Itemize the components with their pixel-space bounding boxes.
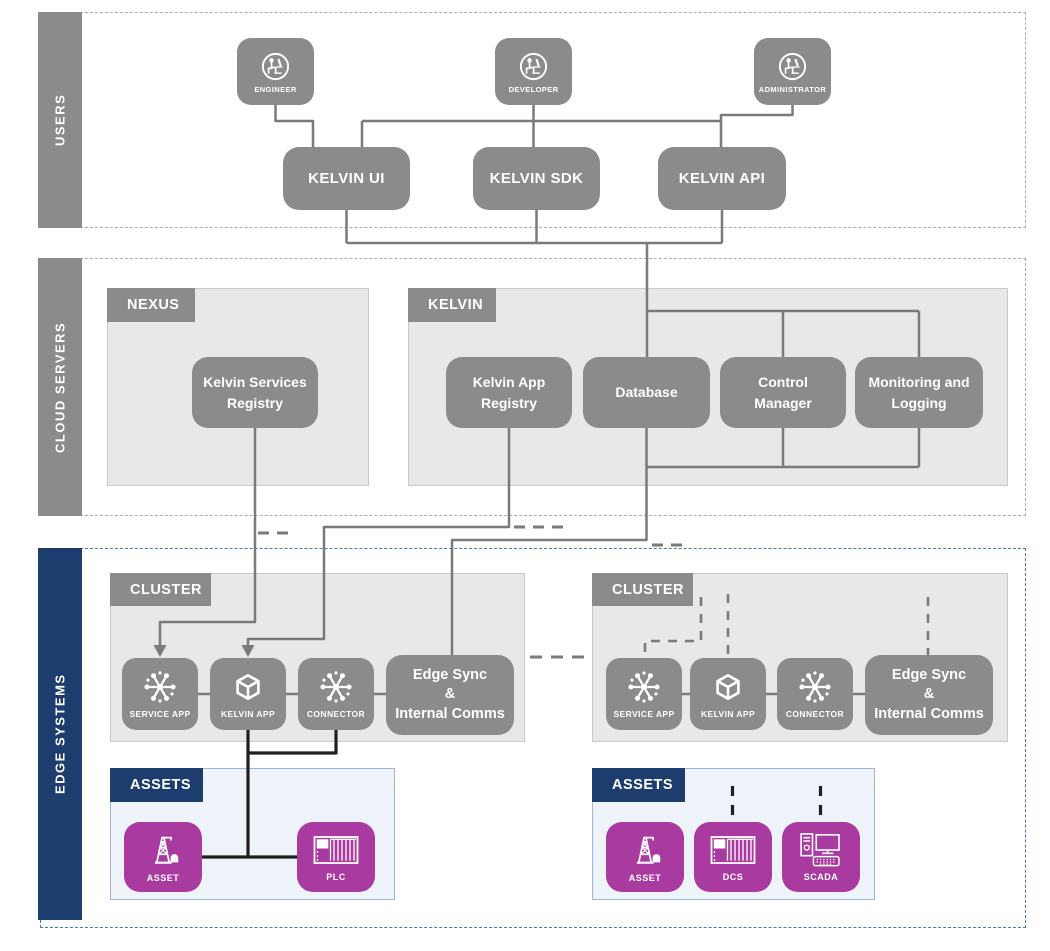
edge-sync-line: Edge Sync (891, 666, 967, 683)
edge-sync-line: & (923, 686, 935, 703)
monitoring-logging-node: Monitoring and Logging (855, 357, 983, 428)
users-sidebar: USERS (38, 12, 82, 228)
edge-systems-band-label: EDGE SYSTEMS (52, 673, 68, 795)
kelvin-tab-label: KELVIN (428, 297, 484, 313)
asset-label: SCADA (803, 872, 839, 882)
asset-label: ASSET (146, 873, 180, 883)
kelvin-api-node: KELVIN API (658, 147, 786, 210)
cube-icon (236, 673, 260, 700)
administrator-node: ADMINISTRATOR (754, 38, 831, 105)
seated-user-icon (778, 52, 807, 80)
kelvin-app-registry-node: Kelvin App Registry (446, 357, 572, 428)
plc-rack-icon (313, 836, 359, 864)
app-label: KELVIN API (678, 170, 766, 187)
cloud-servers-sidebar: CLOUD SERVERS (38, 258, 82, 516)
node-label: CONNECTOR (785, 708, 845, 719)
kelvin-sdk-node: KELVIN SDK (473, 147, 600, 210)
actor-label: DEVELOPER (508, 84, 559, 94)
cluster-tab-label: CLUSTER (130, 581, 202, 598)
service-app-node-right: SERVICE APP (606, 658, 682, 730)
edge-sync-node-left: Edge Sync & Internal Comms (386, 655, 514, 735)
app-label: KELVIN SDK (489, 170, 584, 187)
connector-node-right: CONNECTOR (777, 658, 853, 730)
app-label: KELVIN UI (308, 170, 385, 187)
edge-sync-line: Edge Sync (412, 666, 488, 683)
hub-icon (143, 669, 177, 704)
oil-derrick-icon (153, 836, 180, 864)
users-band-label: USERS (52, 93, 68, 147)
nexus-tab: NEXUS (107, 288, 195, 322)
engineer-node: ENGINEER (237, 38, 314, 105)
cluster-left-tab: CLUSTER (110, 573, 211, 606)
oil-derrick-icon (635, 836, 662, 864)
cube-icon (716, 673, 740, 700)
database-node: Database (583, 357, 710, 428)
asset-label: PLC (326, 872, 346, 882)
node-label: KELVIN APP (220, 708, 276, 719)
assets-tab-label: ASSETS (130, 777, 192, 793)
developer-node: DEVELOPER (495, 38, 572, 105)
scada-workstation-icon (800, 833, 840, 867)
edge-sync-line: Internal Comms (874, 705, 984, 722)
asset-label: ASSET (628, 873, 662, 883)
edge-sync-line: Internal Comms (395, 705, 505, 722)
edge-sync-node-right: Edge Sync & Internal Comms (865, 655, 993, 735)
hub-icon (627, 669, 661, 704)
kelvin-services-registry-node: Kelvin Services Registry (192, 357, 318, 428)
control-manager-node: Control Manager (720, 357, 846, 428)
actor-label: ADMINISTRATOR (758, 84, 827, 94)
service-label: Control Manager (754, 374, 812, 411)
seated-user-icon (519, 52, 548, 80)
service-label: Kelvin App Registry (472, 374, 546, 411)
actor-label: ENGINEER (254, 84, 297, 94)
assets-left-tab: ASSETS (110, 768, 203, 802)
edge-sync-line: & (444, 686, 456, 703)
kelvin-app-node-left: KELVIN APP (210, 658, 286, 730)
asset-label: DCS (722, 872, 744, 882)
asset-node-left: ASSET (124, 822, 202, 892)
assets-tab-label: ASSETS (612, 777, 674, 793)
scada-node: SCADA (782, 822, 860, 892)
node-label: KELVIN APP (700, 708, 756, 719)
service-label: Kelvin Services Registry (203, 374, 307, 411)
service-app-node-left: SERVICE APP (122, 658, 198, 730)
seated-user-icon (261, 52, 290, 80)
hub-icon (798, 669, 832, 704)
assets-right-tab: ASSETS (592, 768, 685, 802)
dcs-node: DCS (694, 822, 772, 892)
service-label: Monitoring and Logging (868, 374, 970, 411)
node-label: CONNECTOR (306, 708, 366, 719)
cluster-right-tab: CLUSTER (592, 573, 693, 606)
kelvin-app-node-right: KELVIN APP (690, 658, 766, 730)
hub-icon (319, 669, 353, 704)
service-label: Database (615, 384, 678, 401)
dcs-rack-icon (710, 836, 756, 864)
cluster-tab-label: CLUSTER (612, 581, 684, 598)
kelvin-ui-node: KELVIN UI (283, 147, 410, 210)
nexus-tab-label: NEXUS (127, 297, 180, 313)
kelvin-tab: KELVIN (408, 288, 496, 322)
node-label: SERVICE APP (613, 708, 675, 719)
node-label: SERVICE APP (129, 708, 191, 719)
connector-node-left: CONNECTOR (298, 658, 374, 730)
edge-systems-sidebar: EDGE SYSTEMS (38, 548, 82, 920)
asset-node-right: ASSET (606, 822, 684, 892)
plc-node: PLC (297, 822, 375, 892)
cloud-servers-band-label: CLOUD SERVERS (52, 321, 68, 453)
